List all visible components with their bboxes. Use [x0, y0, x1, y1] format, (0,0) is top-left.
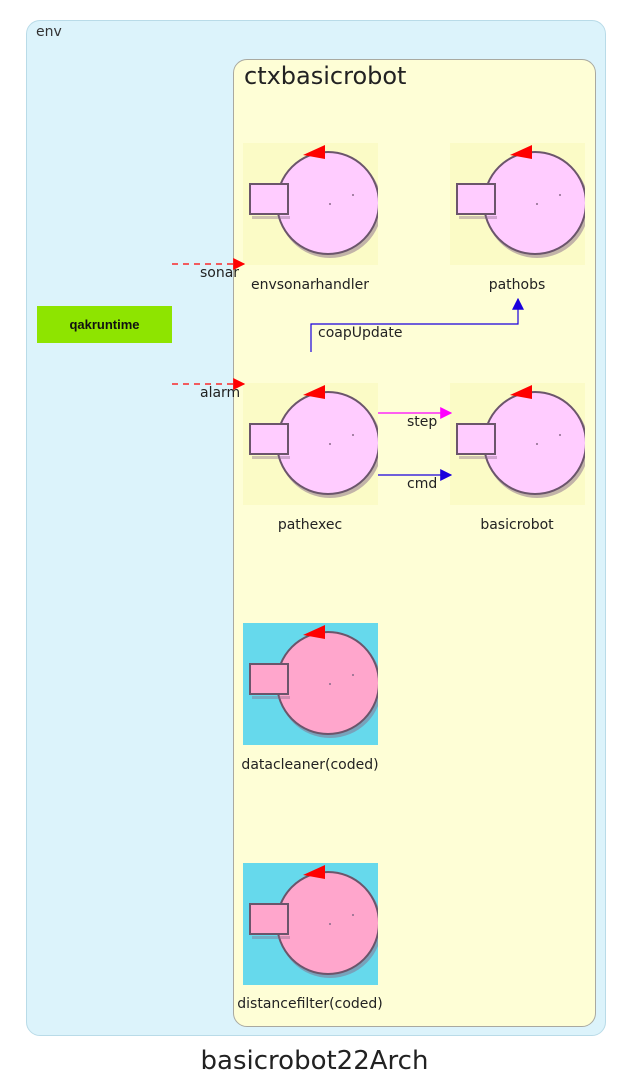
envsonarhandler-label: envsonarhandler: [250, 277, 370, 293]
actor-pathobs[interactable]: [450, 143, 585, 265]
context-label: ctxbasicrobot: [244, 62, 407, 90]
actor-envsonarhandler[interactable]: [243, 143, 378, 265]
distancefilter-icon: [243, 863, 378, 985]
edge-alarm-label: alarm: [200, 385, 241, 401]
diagram-title: basicrobot22Arch: [200, 1046, 429, 1076]
edge-sonar-label: sonar: [200, 265, 240, 281]
pathexec-label: pathexec: [277, 517, 343, 533]
basicrobot-label: basicrobot: [480, 517, 554, 533]
qakruntime-label: qakruntime: [69, 317, 140, 332]
env-label: env: [36, 24, 62, 40]
actor-distancefilter[interactable]: [243, 863, 378, 985]
actor-datacleaner[interactable]: [243, 623, 378, 745]
actor-pathexec[interactable]: [243, 383, 378, 505]
actor-basicrobot[interactable]: [450, 383, 585, 505]
edge-step-label: step: [407, 414, 438, 430]
pathobs-label: pathobs: [488, 277, 546, 293]
distancefilter-label: distancefilter(coded): [237, 996, 383, 1012]
datacleaner-icon: [243, 623, 378, 745]
envsonarhandler-icon: [243, 143, 378, 265]
pathexec-icon: [243, 383, 378, 505]
edge-coapupdate: [310, 297, 524, 352]
pathobs-icon: [450, 143, 585, 265]
datacleaner-label: datacleaner(coded): [241, 757, 379, 773]
qakruntime-node[interactable]: qakruntime: [37, 306, 172, 343]
edge-cmd-label: cmd: [407, 476, 438, 492]
edge-coapupdate-label: coapUpdate: [318, 325, 403, 341]
basicrobot-icon: [450, 383, 585, 505]
